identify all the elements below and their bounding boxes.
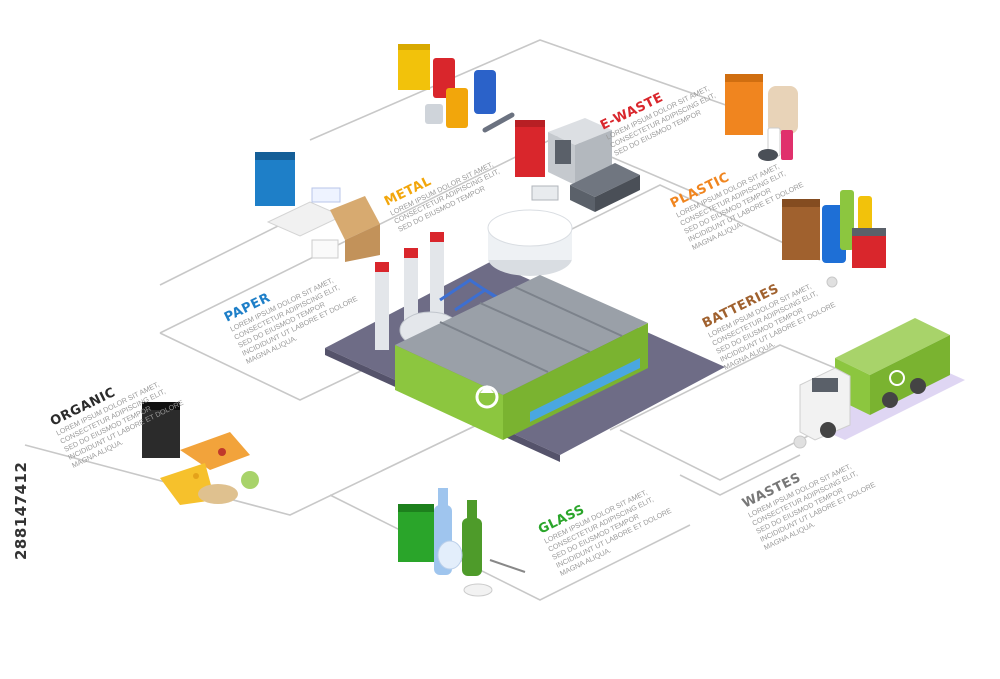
recycling-factory-icon — [375, 209, 648, 440]
metal-cans-icon — [398, 44, 515, 133]
connector-dot — [793, 435, 807, 449]
plastic-bottles-icon — [725, 74, 798, 161]
connector-dot — [826, 276, 838, 288]
glass-bottles-icon — [398, 488, 526, 597]
paper-box-icon — [255, 152, 380, 262]
electronics-icon — [515, 118, 640, 212]
stock-id-text: 288147412 — [12, 461, 30, 560]
garbage-truck-icon — [799, 318, 965, 441]
batteries-icon — [782, 190, 886, 268]
food-waste-icon — [142, 402, 259, 505]
